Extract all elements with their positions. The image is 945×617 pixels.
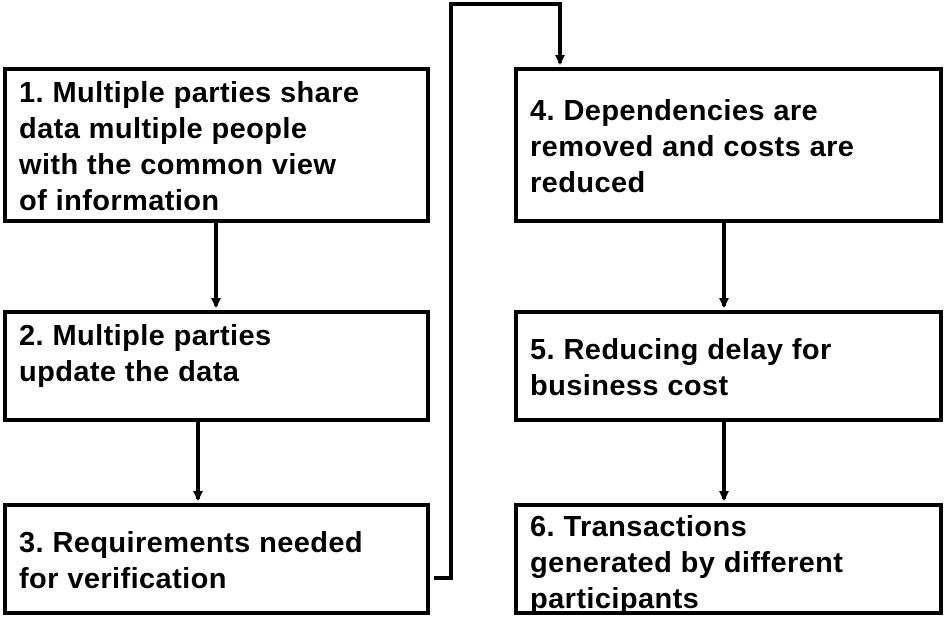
step-6-box: 6. Transactions generated by different p… [514, 503, 943, 615]
step-1-box: 1. Multiple parties share data multiple … [3, 67, 430, 223]
step-3-box: 3. Requirements needed for verification [3, 503, 430, 615]
step-5-box: 5. Reducing delay for business cost [514, 310, 943, 422]
step-4-box: 4. Dependencies are removed and costs ar… [514, 67, 943, 223]
step-2-box: 2. Multiple parties update the data [3, 310, 430, 422]
